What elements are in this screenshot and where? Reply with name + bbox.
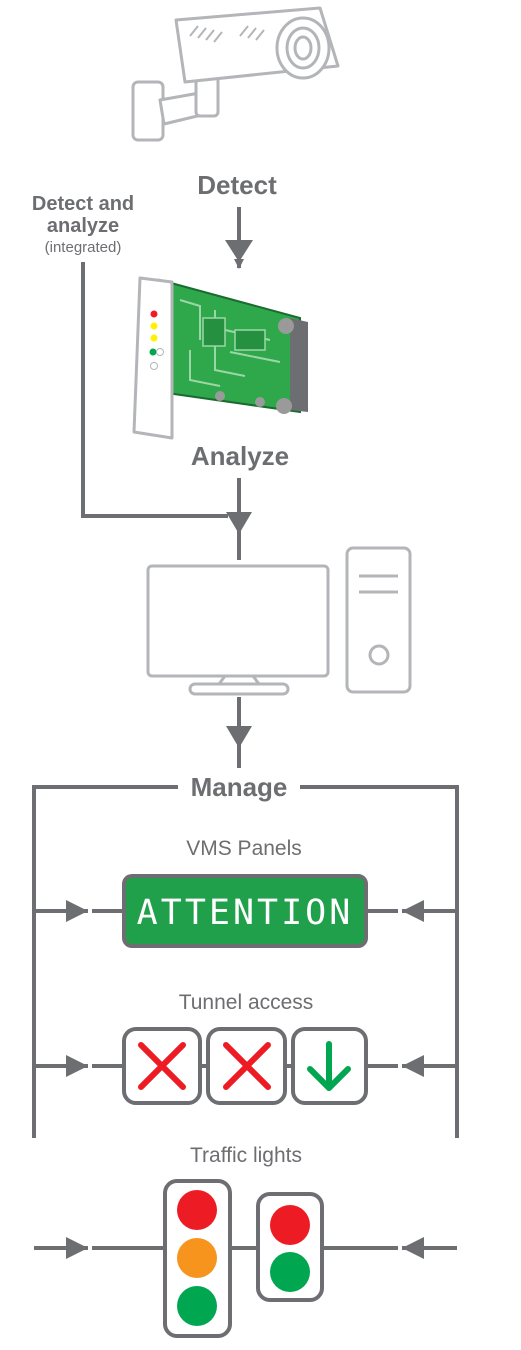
analyze-label: Analyze xyxy=(191,441,289,471)
detect-and-analyze-label-line2: analyze xyxy=(47,215,119,237)
pc-tower-icon xyxy=(345,546,412,694)
vms-panels-label: VMS Panels xyxy=(186,837,302,860)
green-light xyxy=(270,1252,310,1292)
tunnel-sign-open xyxy=(291,1027,368,1105)
tunnel-sign-closed-2 xyxy=(206,1027,287,1105)
x-icon xyxy=(223,1042,271,1090)
x-icon xyxy=(138,1042,186,1090)
vms-left-arrowhead xyxy=(66,900,88,922)
traffic-light-two xyxy=(256,1192,324,1302)
green-light xyxy=(177,1286,217,1326)
detect-to-analyze-arrowhead xyxy=(225,240,253,262)
manage-bracket-right xyxy=(300,785,459,1138)
to-manage-arrowhead xyxy=(226,726,252,748)
vms-message: ATTENTION xyxy=(137,893,354,933)
integrated-path-line xyxy=(81,262,228,518)
analyze-to-manage-arrowhead xyxy=(226,512,252,534)
manage-bracket-left xyxy=(32,785,178,1138)
traffic-right-arrowhead xyxy=(402,1237,424,1259)
vms-panel: ATTENTION xyxy=(122,874,368,948)
tunnel-sign-closed-1 xyxy=(122,1027,202,1105)
tunnel-left-arrowhead xyxy=(66,1055,88,1077)
red-light xyxy=(270,1205,310,1245)
traffic-light-three xyxy=(163,1179,232,1338)
vms-right-arrowhead xyxy=(402,900,424,922)
arrow-down-icon xyxy=(307,1041,351,1091)
amber-light xyxy=(177,1238,217,1278)
analytics-board-icon xyxy=(132,276,308,440)
red-light xyxy=(177,1190,217,1230)
tunnel-access-label: Tunnel access xyxy=(179,991,314,1014)
traffic-left-arrowhead xyxy=(66,1237,88,1259)
tunnel-right-arrowhead xyxy=(402,1055,424,1077)
security-camera-icon xyxy=(131,6,340,142)
detect-label: Detect xyxy=(197,170,277,200)
traffic-lights-label: Traffic lights xyxy=(190,1144,302,1167)
detect-and-analyze-label-line1: Detect and xyxy=(32,193,134,215)
integrated-note: (integrated) xyxy=(45,239,122,256)
manage-label: Manage xyxy=(191,772,288,802)
monitor-icon xyxy=(146,564,330,696)
